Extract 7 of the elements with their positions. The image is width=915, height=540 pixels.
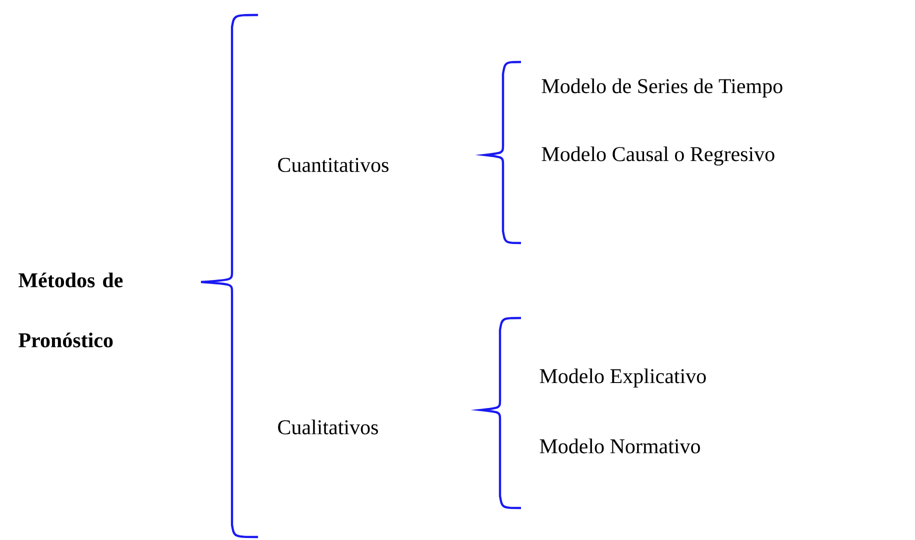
label-text: Modelo Explicativo xyxy=(540,368,706,388)
heading: Métodos de Pronóstico xyxy=(18,272,123,348)
label-text: Cuantitativos xyxy=(278,158,388,172)
label-text: Modelo Causal o Regresivo xyxy=(542,146,774,166)
label-text: Modelo Normativo xyxy=(540,438,700,454)
label-text: Modelo de Series de Tiempo xyxy=(542,78,782,98)
label-text: Cualitativos xyxy=(278,420,378,434)
